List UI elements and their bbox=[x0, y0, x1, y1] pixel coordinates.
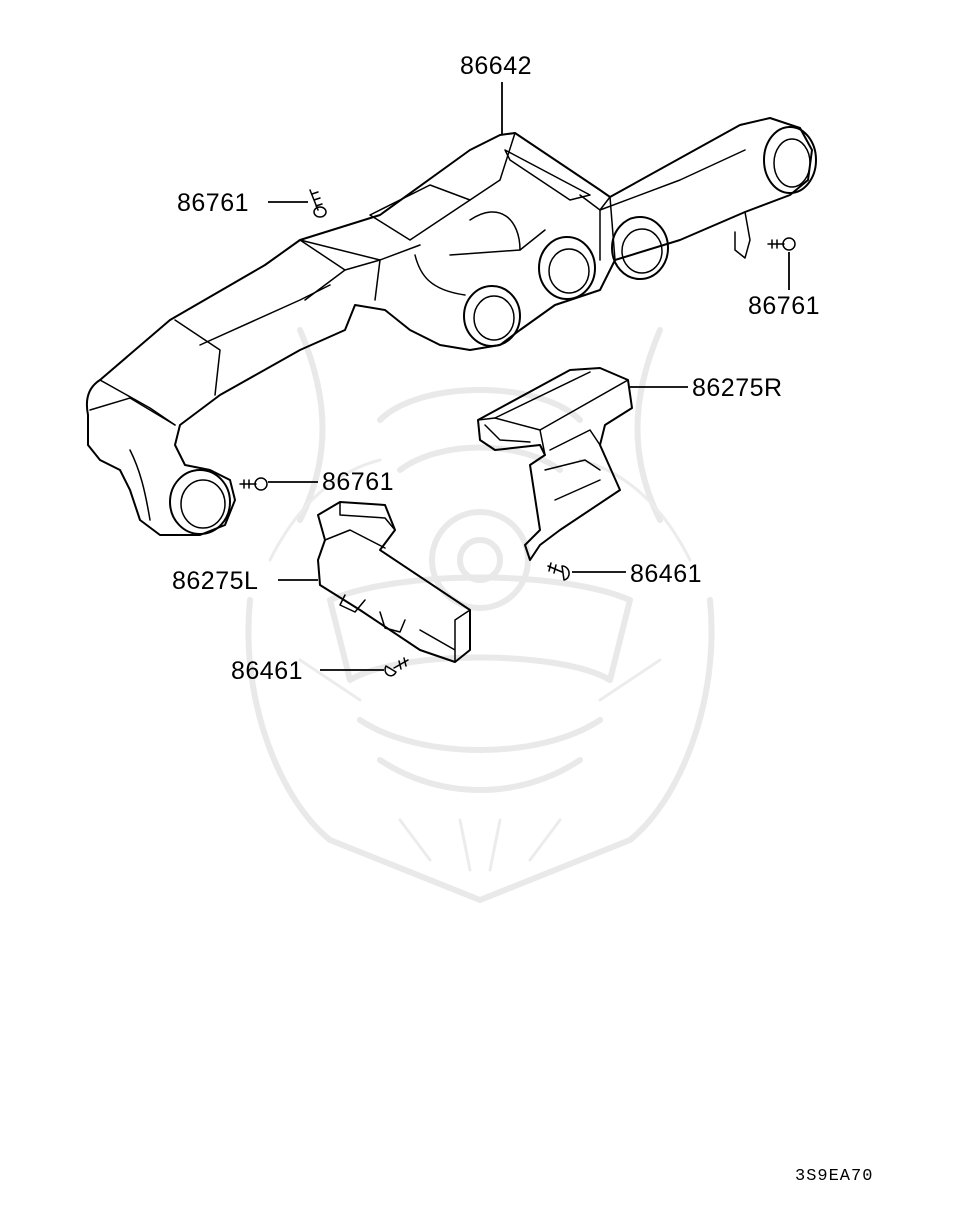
callout-86761-upper-right[interactable]: 86761 bbox=[748, 292, 820, 320]
screw-icon-middle bbox=[239, 477, 268, 491]
screw-icon-upper-right bbox=[767, 237, 796, 251]
callout-86275L[interactable]: 86275L bbox=[172, 567, 258, 595]
duct-right-86275R bbox=[477, 367, 633, 561]
drawing-code: 3S9EA70 bbox=[795, 1167, 873, 1186]
clip-icon-left bbox=[384, 657, 409, 677]
callout-86275R[interactable]: 86275R bbox=[692, 374, 783, 402]
screw-icon-upper-left bbox=[309, 189, 327, 218]
clip-icon-right bbox=[547, 562, 570, 581]
callout-86461-right[interactable]: 86461 bbox=[630, 560, 702, 588]
callout-86761-middle[interactable]: 86761 bbox=[322, 468, 394, 496]
callout-86642[interactable]: 86642 bbox=[460, 52, 532, 80]
duct-main-86642 bbox=[86, 117, 817, 536]
callout-86461-left[interactable]: 86461 bbox=[231, 657, 303, 685]
duct-left-86275L bbox=[317, 501, 471, 663]
watermark-logo bbox=[245, 327, 715, 903]
callout-86761-upper-left[interactable]: 86761 bbox=[177, 189, 249, 217]
